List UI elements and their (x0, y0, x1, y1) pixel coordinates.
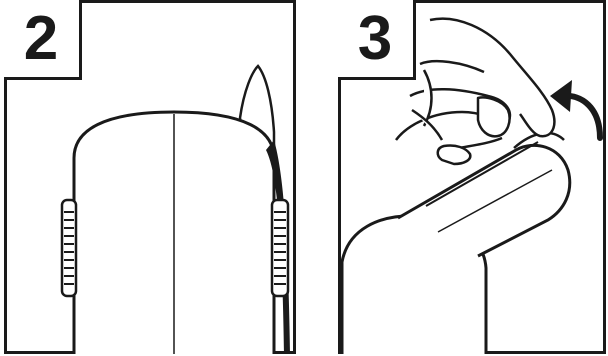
step-number-badge: 3 (338, 0, 416, 80)
step-number-badge: 2 (4, 0, 82, 80)
step-number: 3 (338, 6, 412, 72)
right-grip-ribs (272, 200, 288, 296)
step-number: 2 (4, 6, 78, 72)
left-grip-ribs (62, 200, 76, 296)
step-2-panel: 2 (4, 0, 296, 354)
curved-arrow-icon (550, 80, 600, 138)
hand (396, 19, 554, 164)
step-3-panel: 3 (338, 0, 606, 354)
